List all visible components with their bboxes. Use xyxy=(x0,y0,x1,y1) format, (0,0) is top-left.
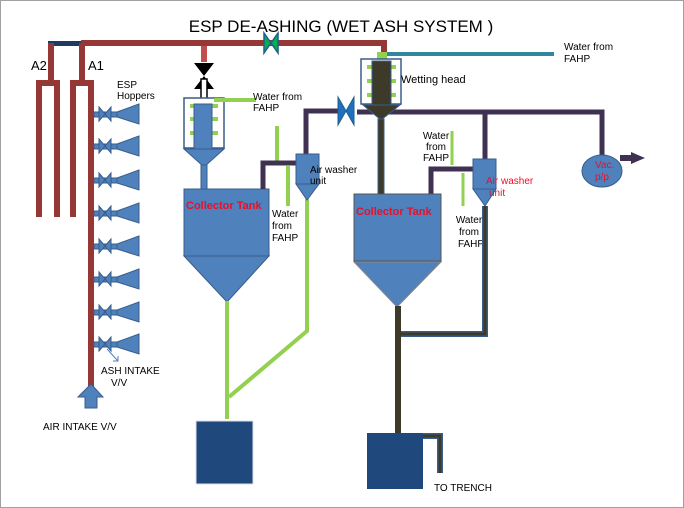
hopper-funnel xyxy=(116,135,140,157)
air-washer-unit-1 xyxy=(295,153,320,201)
water-from-fahp-label-4a: Water xyxy=(456,215,483,226)
vacuum-line-1 xyxy=(260,108,341,189)
ash-intake-valve-icon[interactable] xyxy=(98,335,112,353)
vac-pump-label-1: Vac. xyxy=(595,160,614,171)
air-washer-2-label-1: Air washer xyxy=(486,176,534,187)
water-from-fahp-label-4b: from xyxy=(459,227,479,238)
water-from-fahp-label-4c: FAHP xyxy=(458,239,484,250)
hopper-funnel xyxy=(116,103,140,125)
a1-label: A1 xyxy=(88,58,104,73)
water-from-fahp-label-2a: Water xyxy=(272,209,299,220)
water-from-fahp-label-3b: from xyxy=(426,142,446,153)
esp-hopper xyxy=(93,202,140,224)
ash-intake-valve-icon[interactable] xyxy=(98,237,112,255)
ash-intake-valve-icon[interactable] xyxy=(98,137,112,155)
vacuum-header xyxy=(357,109,605,194)
wetting-head-label: Wetting head xyxy=(401,74,466,86)
hopper-funnel xyxy=(116,169,140,191)
esp-hoppers-label-1: ESP xyxy=(117,80,137,91)
air-washer-1-label-1: Air washer xyxy=(310,165,358,176)
water-from-fahp-label-1b: FAHP xyxy=(253,103,279,114)
water-from-fahp-label-2c: FAHP xyxy=(272,233,298,244)
vac-pump-label-2: p/p xyxy=(595,172,609,183)
collector-tank-1 xyxy=(182,188,271,303)
hopper-funnel xyxy=(116,235,140,257)
esp-hopper xyxy=(93,169,140,191)
air-washer-1-label-2: unit xyxy=(310,176,326,187)
ash-intake-valve-icon[interactable] xyxy=(98,303,112,321)
water-lines-2 xyxy=(450,131,465,206)
wetting-head-1 xyxy=(182,97,226,190)
air-intake-arrow-icon xyxy=(76,383,105,409)
esp-hoppers xyxy=(93,103,140,355)
ash-intake-valve-icon[interactable] xyxy=(98,270,112,288)
air-intake-label: AIR INTAKE V/V xyxy=(43,422,117,433)
esp-hoppers-label-2: Hoppers xyxy=(117,91,155,102)
water-line-top xyxy=(384,52,554,56)
hopper-funnel xyxy=(116,301,140,323)
water-line xyxy=(214,98,256,102)
ash-intake-pointer-icon xyxy=(106,348,119,362)
slurry-lines xyxy=(395,206,488,473)
esp-hopper xyxy=(93,135,140,157)
a1-pipe-loop xyxy=(70,43,94,398)
water-drain-lines xyxy=(225,126,309,419)
vacuum-pump xyxy=(581,152,645,188)
diagram-title: ESP DE-ASHING (WET ASH SYSTEM ) xyxy=(189,17,493,36)
ash-intake-label-2: V/V xyxy=(111,378,127,389)
air-header-pipe xyxy=(48,40,387,62)
ash-intake-valve-icon[interactable] xyxy=(98,171,112,189)
hopper-funnel xyxy=(116,333,140,355)
header-valve-icon[interactable] xyxy=(263,30,279,56)
collector-tank-1-label: Collector Tank xyxy=(186,200,262,212)
wetting-head-2 xyxy=(360,52,402,196)
a2-pipe-loop xyxy=(36,43,60,217)
to-trench-label: TO TRENCH xyxy=(434,483,492,494)
ash-intake-valve-icon[interactable] xyxy=(98,105,112,123)
drain-tank-1 xyxy=(195,420,254,485)
air-washer-unit-2 xyxy=(472,158,497,207)
esp-hopper xyxy=(93,268,140,290)
collector-tank-2 xyxy=(352,193,443,308)
collector-tank-2-label: Collector Tank xyxy=(356,206,432,218)
ash-intake-valve-icon[interactable] xyxy=(98,204,112,222)
water-from-fahp-label-3c: FAHP xyxy=(423,153,449,164)
esp-hopper xyxy=(93,301,140,323)
air-washer-2-label-2: unit xyxy=(489,188,505,199)
vacuum-valve-icon[interactable] xyxy=(337,95,355,127)
drain-tank-2 xyxy=(367,433,423,489)
water-from-fahp-top-label-1: Water from xyxy=(564,42,613,53)
isolation-valve-icon[interactable] xyxy=(194,63,214,102)
esp-hopper xyxy=(93,103,140,125)
esp-hopper xyxy=(93,333,140,355)
exhaust-arrow-icon xyxy=(631,152,645,164)
a2-label: A2 xyxy=(31,58,47,73)
ash-intake-label-1: ASH INTAKE xyxy=(101,366,160,377)
hopper-funnel xyxy=(116,268,140,290)
water-from-fahp-label-2b: from xyxy=(272,221,292,232)
water-from-fahp-label-1a: Water from xyxy=(253,92,302,103)
water-from-fahp-label-3a: Water xyxy=(423,131,450,142)
hopper-funnel xyxy=(116,202,140,224)
esp-hopper xyxy=(93,235,140,257)
water-from-fahp-top-label-2: FAHP xyxy=(564,54,590,65)
